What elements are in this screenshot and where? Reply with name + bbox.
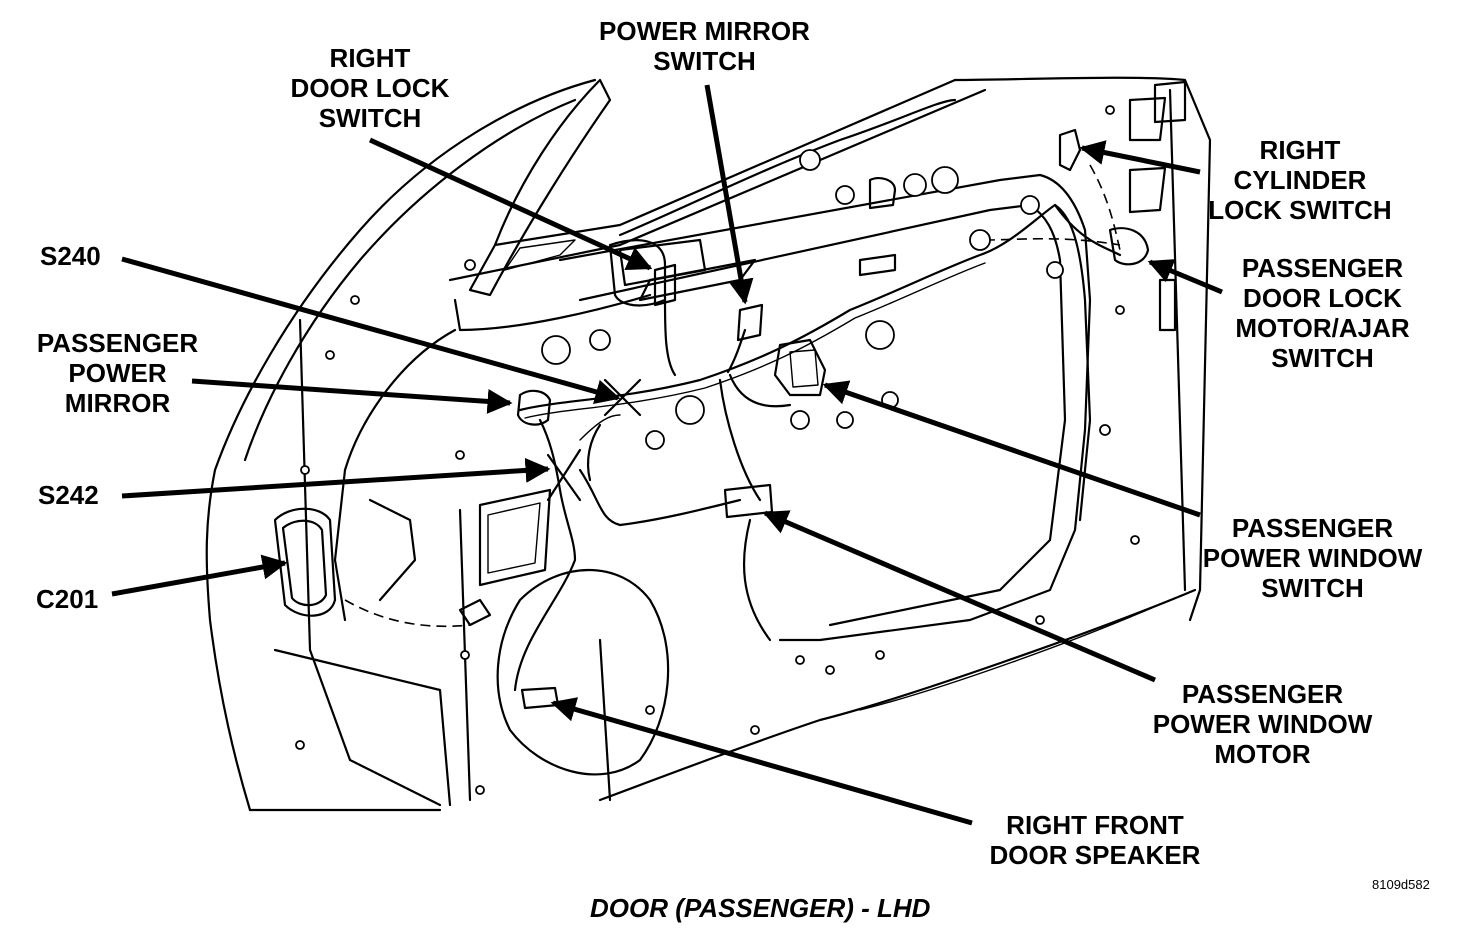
label-line: SWITCH — [1261, 573, 1364, 603]
label-line: DOOR LOCK — [1243, 283, 1402, 313]
label-right-cylinder-lock-switch: RIGHT CYLINDER LOCK SWITCH — [1195, 135, 1405, 225]
label-passenger-door-lock-motor-ajar-switch: PASSENGER DOOR LOCK MOTOR/AJAR SWITCH — [1220, 253, 1425, 373]
arrow-s242 — [121, 457, 551, 499]
label-line: POWER MIRROR — [599, 16, 810, 46]
label-line: SWITCH — [653, 46, 756, 76]
label-line: MIRROR — [64, 388, 171, 418]
label-line: POWER WINDOW — [1202, 543, 1423, 573]
splice-s242-x2 — [546, 448, 582, 502]
arrow-right-door-lock-switch — [368, 137, 653, 271]
arrow-passenger-power-mirror — [191, 378, 513, 414]
door-shell — [205, 76, 1212, 812]
label-line: S240 — [40, 241, 101, 271]
arrow-passenger-power-window-motor — [762, 510, 1156, 683]
label-line: LOCK SWITCH — [1208, 195, 1392, 225]
arrow-passenger-door-lock-motor — [1147, 259, 1223, 295]
arrow-s240 — [121, 256, 621, 404]
label-c201: C201 — [36, 584, 98, 614]
label-line: C201 — [36, 584, 99, 614]
figure-id: 8109d582 — [1372, 877, 1430, 892]
label-line: PASSENGER — [36, 328, 199, 358]
figure-caption: DOOR (PASSENGER) - LHD — [590, 893, 931, 923]
label-line: DOOR SPEAKER — [989, 840, 1201, 870]
label-line: PASSENGER — [1181, 679, 1344, 709]
arrow-right-cylinder-lock-switch — [1079, 140, 1201, 175]
label-line: MOTOR — [1214, 739, 1311, 769]
label-passenger-power-mirror: PASSENGER POWER MIRROR — [20, 328, 215, 418]
label-line: PASSENGER — [1231, 513, 1394, 543]
label-line: PASSENGER — [1241, 253, 1404, 283]
label-line: S242 — [38, 480, 99, 510]
label-line: POWER — [68, 358, 167, 388]
leader-arrows — [111, 84, 1223, 826]
label-line: RIGHT — [1259, 135, 1341, 165]
label-passenger-power-window-motor: PASSENGER POWER WINDOW MOTOR — [1140, 679, 1385, 769]
wiring-harness — [513, 203, 1122, 692]
splice-s240-x2 — [603, 378, 642, 417]
label-line: RIGHT — [329, 43, 411, 73]
hidden-lines — [344, 164, 1121, 628]
label-line: SWITCH — [1271, 343, 1374, 373]
arrow-c201 — [111, 554, 288, 597]
label-s242: S242 — [38, 480, 99, 510]
label-line: DOOR LOCK — [290, 73, 450, 103]
label-right-front-door-speaker: RIGHT FRONT DOOR SPEAKER — [975, 810, 1215, 870]
label-line: MOTOR/AJAR — [1235, 313, 1410, 343]
label-line: CYLINDER — [1233, 165, 1367, 195]
panel-holes — [295, 105, 1140, 795]
label-line: SWITCH — [318, 103, 422, 133]
arrow-passenger-power-window-switch — [822, 380, 1201, 518]
label-line: RIGHT FRONT — [1006, 810, 1184, 840]
label-power-mirror-switch: POWER MIRROR SWITCH — [582, 16, 827, 76]
splice-s242-x1 — [546, 453, 582, 502]
label-right-door-lock-switch: RIGHT DOOR LOCK SWITCH — [275, 43, 465, 133]
label-s240: S240 — [40, 241, 101, 271]
arrow-power-mirror-switch — [704, 84, 754, 305]
label-line: POWER WINDOW — [1152, 709, 1373, 739]
arrow-right-front-door-speaker — [550, 697, 973, 826]
label-passenger-power-window-switch: PASSENGER POWER WINDOW SWITCH — [1190, 513, 1435, 603]
